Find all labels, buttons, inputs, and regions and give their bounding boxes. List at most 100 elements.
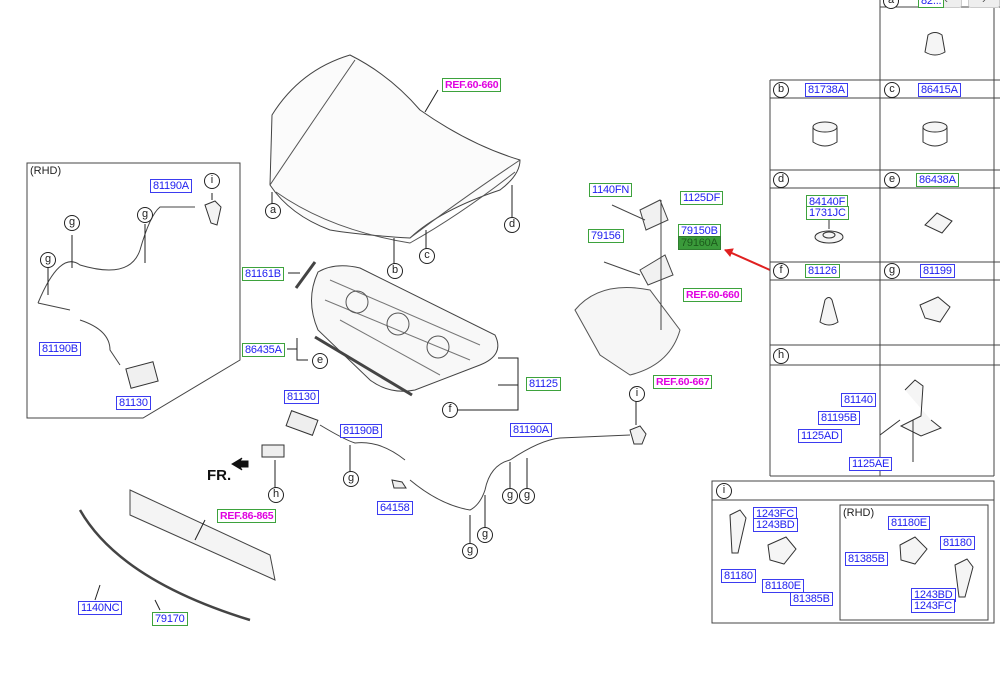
part-1125df[interactable]: 1125DF: [680, 191, 724, 205]
stay-rod: [294, 261, 317, 289]
cell-d-letter: d: [773, 172, 789, 188]
callout-i-lower: i: [629, 386, 645, 402]
cell-c-part[interactable]: 86415A: [918, 83, 961, 97]
plug-d-icon: [814, 218, 844, 244]
cell-g-part[interactable]: 81199: [920, 264, 955, 278]
lower-latch-icon: [261, 410, 319, 458]
cell-g-letter: g: [884, 263, 900, 279]
bumper-c-icon: [922, 121, 948, 147]
callout-g-lower-3: g: [477, 527, 493, 543]
part-81125[interactable]: 81125: [526, 377, 561, 391]
callout-e: e: [312, 353, 328, 369]
cell-i-rhd-81180[interactable]: 81180: [940, 536, 975, 550]
clip-f-icon: [819, 297, 839, 326]
part-81130[interactable]: 81130: [284, 390, 319, 404]
cell-i-letter: i: [716, 483, 732, 499]
cell-h-part-81140[interactable]: 81140: [841, 393, 876, 407]
handle-i-lhd-icon: [729, 509, 797, 565]
cell-i-lhd-81385b[interactable]: 81385B: [790, 592, 833, 606]
rhd-cable: [37, 206, 195, 304]
part-79160a-highlighted[interactable]: 79160A: [678, 236, 721, 250]
cell-i-rhd-title: (RHD): [843, 507, 875, 519]
front-beam: [129, 489, 276, 581]
bumper-b-icon: [812, 121, 838, 147]
rhd-release-handle-icon: [204, 200, 222, 226]
front-arrow-icon: [231, 457, 249, 471]
callout-a: a: [265, 203, 281, 219]
cell-e-part[interactable]: 86438A: [916, 173, 959, 187]
hood-insulator: [311, 265, 499, 392]
hinge-ref-60-660[interactable]: REF.60-660: [683, 288, 743, 302]
hood-ref-arrow: [424, 89, 439, 113]
annotation-arrow: [724, 249, 771, 271]
part-79150b[interactable]: 79150B: [678, 224, 721, 238]
part-79170[interactable]: 79170: [152, 612, 188, 626]
rhd-latch-icon: [125, 361, 159, 389]
part-81190a-rhd[interactable]: 81190A: [150, 179, 192, 193]
cell-b-letter: b: [773, 82, 789, 98]
grommet-icon: [924, 32, 946, 56]
callout-b: b: [387, 263, 403, 279]
callout-c: c: [419, 248, 435, 264]
hood-ref-label[interactable]: REF.60-660: [442, 78, 502, 92]
cell-d-part-1[interactable]: 84140F: [806, 195, 849, 209]
cell-a-part[interactable]: 82...: [918, 0, 945, 8]
callout-g-lower-2: g: [462, 543, 478, 559]
part-81190b-rhd[interactable]: 81190B: [39, 342, 81, 356]
cell-i-lhd-81180[interactable]: 81180: [721, 569, 756, 583]
callout-d: d: [504, 217, 520, 233]
cell-i-lhd-81180e[interactable]: 81180E: [762, 579, 804, 593]
part-1140nc[interactable]: 1140NC: [78, 601, 123, 615]
part-81130-rhd[interactable]: 81130: [116, 396, 151, 410]
cell-f-letter: f: [773, 263, 789, 279]
side-table-grid: [711, 0, 1000, 624]
callout-f: f: [442, 402, 458, 418]
next-button[interactable]: ›: [968, 0, 1000, 8]
fender-apron: [574, 287, 681, 376]
cell-h-part-1125ae[interactable]: 1125AE: [849, 457, 893, 471]
callout-g-lower-4: g: [502, 488, 518, 504]
callout-g-rhd-1: g: [64, 215, 80, 231]
cable-81190a: [409, 434, 631, 511]
cell-d-part-2[interactable]: 1731JC: [806, 206, 849, 220]
seal-strip: [314, 335, 413, 397]
cell-h-part-81195b[interactable]: 81195B: [818, 411, 860, 425]
handle-i-rhd-icon: [899, 536, 974, 598]
part-79156[interactable]: 79156: [588, 229, 624, 243]
cell-i-rhd-81180e[interactable]: 81180E: [888, 516, 930, 530]
part-86435a[interactable]: 86435A: [242, 343, 285, 357]
part-81190b[interactable]: 81190B: [340, 424, 382, 438]
part-81190a[interactable]: 81190A: [510, 423, 552, 437]
clip-g-icon: [919, 296, 951, 323]
cell-h-letter: h: [773, 348, 789, 364]
cell-i-rhd-81385b[interactable]: 81385B: [845, 552, 888, 566]
hinge-icon: [639, 199, 674, 286]
lower-release-handle-icon: [629, 425, 647, 445]
callout-g-lower-5: g: [519, 488, 535, 504]
cell-b-part[interactable]: 81738A: [805, 83, 848, 97]
front-direction-label: FR.: [207, 467, 232, 484]
clip-icon: [391, 479, 407, 489]
cell-i-lhd-1243fc[interactable]: 1243FC: [753, 507, 797, 521]
cell-h-part-1125ad[interactable]: 1125AD: [798, 429, 842, 443]
part-1140fn[interactable]: 1140FN: [589, 183, 633, 197]
rhd-frame: [26, 162, 241, 419]
cable-81190b: [319, 424, 406, 461]
beam-ref-86-865[interactable]: REF.86-865: [217, 509, 277, 523]
callout-i-rhd: i: [204, 173, 220, 189]
rhd-title: (RHD): [30, 165, 62, 177]
part-64158[interactable]: 64158: [377, 501, 413, 515]
clip-e-icon: [924, 212, 953, 234]
hinge-ref-60-667[interactable]: REF.60-667: [653, 375, 713, 389]
cell-e-letter: e: [884, 172, 900, 188]
hood-panel: [269, 54, 521, 239]
part-81161b[interactable]: 81161B: [242, 267, 284, 281]
callout-g-rhd-2: g: [137, 207, 153, 223]
cell-i-lhd-1243bd[interactable]: 1243BD: [753, 518, 798, 532]
callout-g-rhd-3: g: [40, 252, 56, 268]
cell-c-letter: c: [884, 82, 900, 98]
cell-i-rhd-1243fc[interactable]: 1243FC: [911, 599, 955, 613]
cell-f-part[interactable]: 81126: [805, 264, 840, 278]
carrier-bar: [78, 509, 251, 622]
